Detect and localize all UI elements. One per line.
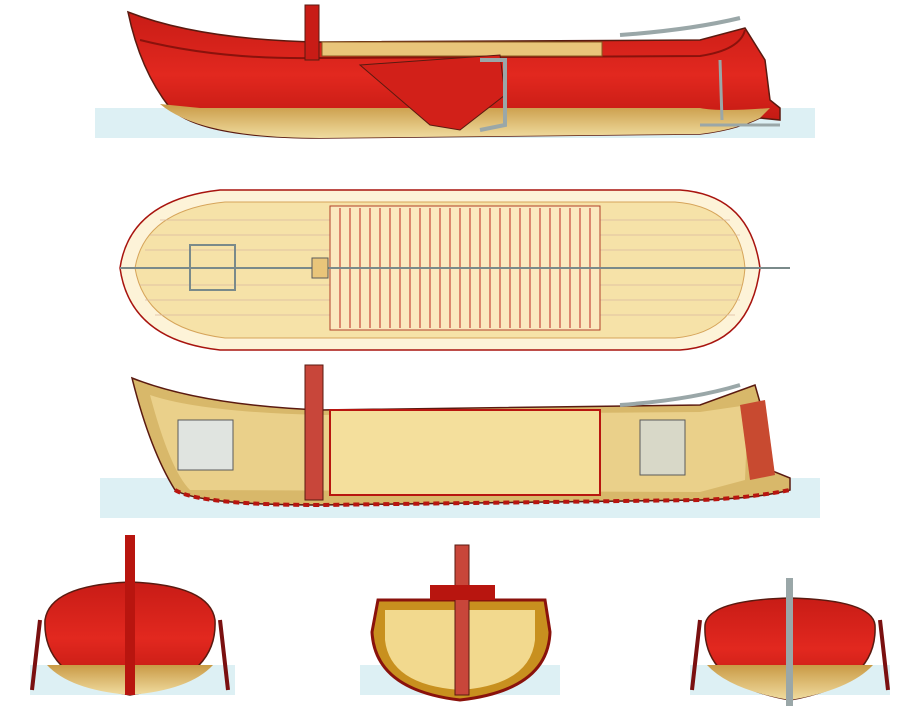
leeboard [358, 54, 506, 131]
deck-plan [119, 189, 790, 351]
leeboards [690, 619, 890, 691]
side-elevation [95, 4, 815, 139]
cabin-aft [639, 419, 686, 476]
deck-beam [430, 585, 495, 600]
mast [304, 364, 324, 501]
tiller [619, 383, 741, 407]
hatch [321, 41, 603, 57]
frames [173, 488, 791, 508]
tiller [619, 16, 741, 37]
leeboard-fitting [479, 58, 507, 132]
rudder-post [786, 578, 793, 706]
gunwale [139, 29, 746, 60]
cabin-fore [177, 419, 234, 471]
windlass [189, 244, 236, 291]
leeboards [30, 619, 230, 691]
midship-section [360, 544, 560, 702]
stem [125, 535, 135, 695]
rudder-fitting [700, 59, 780, 127]
longitudinal-section [100, 364, 820, 518]
mast-step [311, 257, 329, 279]
stern-post [740, 400, 775, 480]
mast [304, 4, 320, 61]
bow-view [30, 535, 235, 696]
mast [454, 544, 470, 696]
cargo-hold [329, 409, 601, 496]
stern-view [690, 578, 890, 706]
